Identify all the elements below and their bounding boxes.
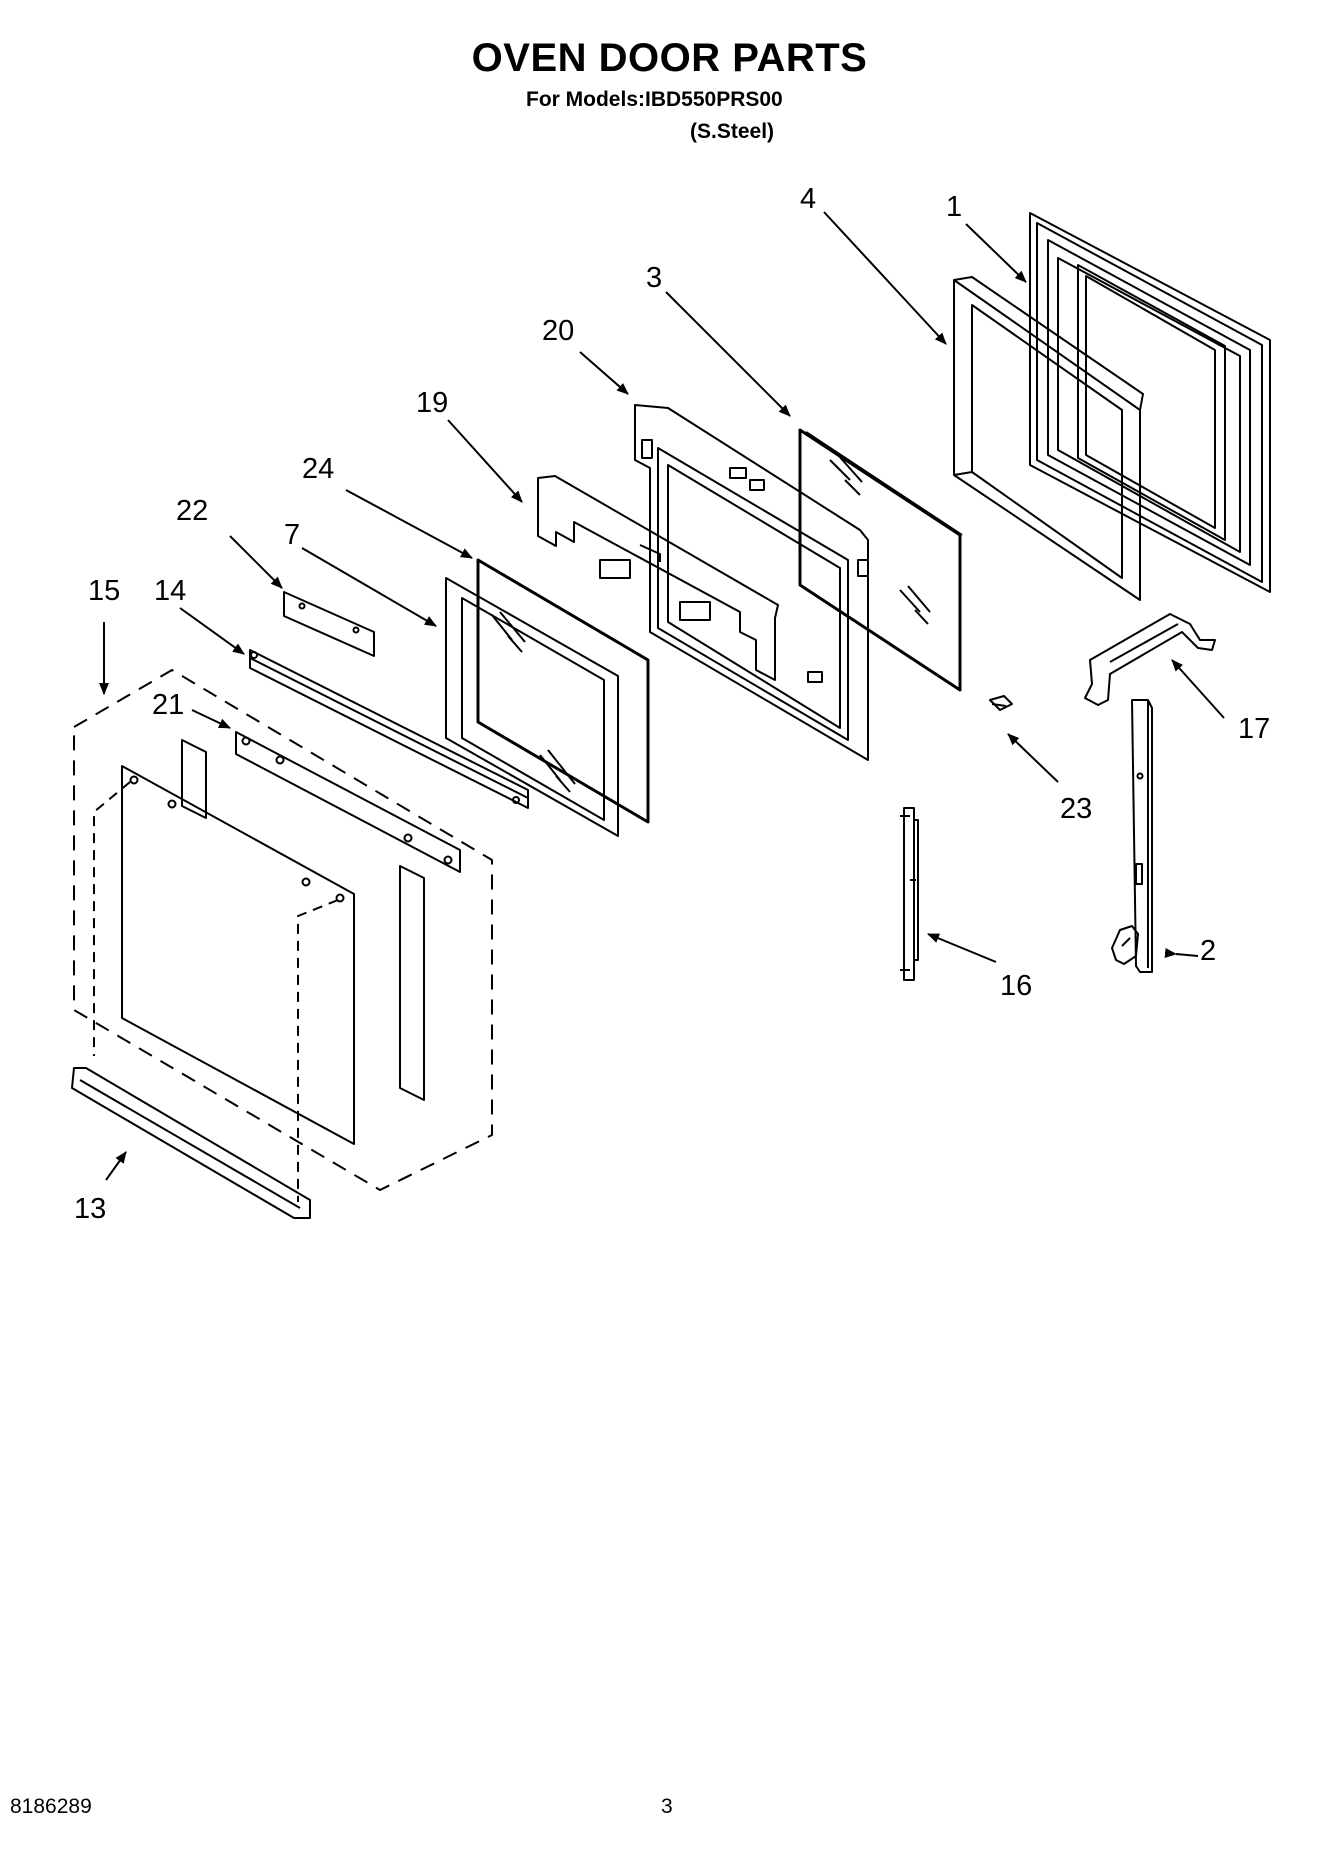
leader-13: [105, 1151, 127, 1181]
part-24-glass: [476, 558, 650, 824]
callout-1: 1: [946, 191, 962, 223]
leader-16: [927, 933, 997, 963]
leader-19: [447, 419, 523, 503]
callout-2: 2: [1200, 935, 1216, 967]
leader-2: [1164, 948, 1199, 958]
finish-line: (S.Steel): [690, 120, 775, 143]
part-21-vent-strip: [235, 731, 461, 873]
page-number: 3: [661, 1795, 673, 1818]
leader-3: [665, 291, 791, 417]
document-number: 8186289: [10, 1795, 92, 1818]
callout-23: 23: [1060, 793, 1092, 825]
callout-7: 7: [284, 519, 300, 551]
leader-14: [179, 607, 245, 655]
callout-21: 21: [152, 689, 184, 721]
part-1-outer-door-frame: [1029, 212, 1271, 593]
leader-20: [579, 351, 629, 395]
part-7-inner-glass: [445, 577, 619, 837]
callout-20: 20: [542, 315, 574, 347]
part-14-top-channel: [249, 649, 529, 809]
part-15-door-panel-assembly: [73, 669, 493, 1202]
part-17-hinge-bracket: [1084, 613, 1216, 706]
leader-22: [229, 535, 283, 589]
callout-4: 4: [800, 183, 816, 215]
leader-23: [1007, 733, 1059, 783]
part-23-clip: [989, 695, 1013, 711]
models-line: For Models:IBD550PRS00: [526, 88, 783, 111]
part-16-hinge-receiver: [900, 807, 919, 981]
part-3-glass-panel: [798, 428, 963, 692]
part-19-insulation-baffle: [537, 475, 779, 681]
callout-22: 22: [176, 495, 208, 527]
leader-24: [345, 489, 473, 559]
part-20-inner-door-liner: [634, 404, 869, 761]
part-2-door-hinge: [1111, 699, 1153, 973]
leader-4: [823, 211, 947, 345]
leader-7: [301, 547, 437, 627]
leader-17: [1171, 659, 1225, 719]
page-title: OVEN DOOR PARTS: [471, 36, 868, 80]
part-22-bracket: [283, 591, 375, 657]
callout-13: 13: [74, 1193, 106, 1225]
callout-15: 15: [88, 575, 120, 607]
leader-1: [965, 223, 1027, 283]
callout-24: 24: [302, 453, 334, 485]
callout-16: 16: [1000, 970, 1032, 1002]
part-4-door-trim-frame: [953, 276, 1144, 601]
callout-17: 17: [1238, 713, 1270, 745]
callout-19: 19: [416, 387, 448, 419]
callout-3: 3: [646, 262, 662, 294]
part-13-handle: [71, 1067, 311, 1219]
leader-21: [191, 709, 231, 729]
callout-14: 14: [154, 575, 186, 607]
